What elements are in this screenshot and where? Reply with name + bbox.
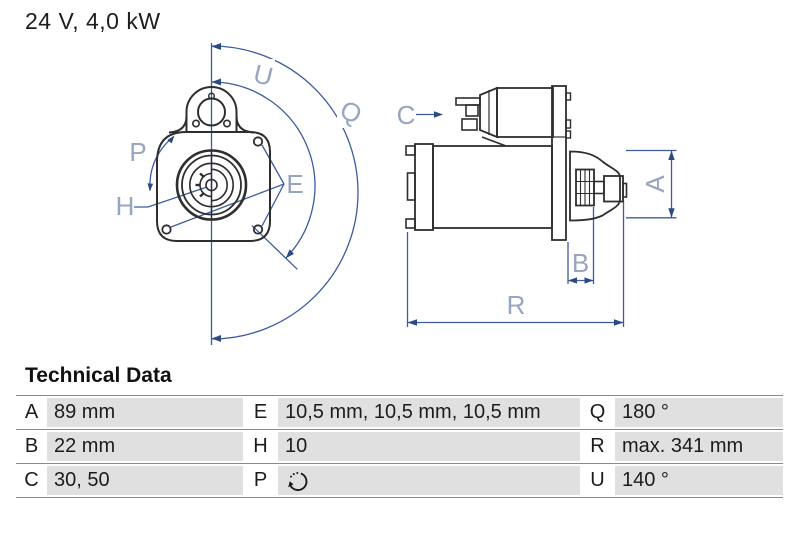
dim-value-q: 180 ° bbox=[615, 396, 783, 429]
side-dimension-lines bbox=[406, 111, 677, 327]
front-dimension-lines bbox=[134, 43, 359, 345]
dim-label-a: A bbox=[640, 175, 670, 193]
dim-key-a: A bbox=[16, 396, 47, 429]
dim-value-h: 10 bbox=[278, 430, 580, 463]
technical-drawing: U Q P H E bbox=[116, 43, 677, 345]
dim-label-r: R bbox=[507, 290, 526, 320]
dim-label-p: P bbox=[129, 137, 146, 167]
dim-value-b: 22 mm bbox=[47, 430, 243, 463]
label-backing bbox=[252, 59, 275, 89]
dim-key-e: E bbox=[243, 396, 278, 429]
dim-key-h: H bbox=[243, 430, 278, 463]
starter-front-outline bbox=[156, 86, 271, 242]
dim-value-c: 30, 50 bbox=[47, 464, 243, 497]
product-title: 24 V, 4,0 kW bbox=[25, 8, 161, 34]
dim-key-b: B bbox=[16, 430, 47, 463]
dim-key-c: C bbox=[16, 464, 47, 497]
counterclockwise-rotation-icon bbox=[288, 471, 308, 491]
dim-value-r: max. 341 mm bbox=[615, 430, 783, 463]
side-view: C A B R bbox=[397, 85, 677, 327]
table-row: A 89 mm E 10,5 mm, 10,5 mm, 10,5 mm Q 18… bbox=[16, 395, 783, 429]
dim-label-h: H bbox=[116, 191, 135, 221]
dim-value-u: 140 ° bbox=[615, 464, 783, 497]
technical-data-heading: Technical Data bbox=[25, 364, 172, 387]
starter-side-outline bbox=[405, 85, 628, 241]
dim-key-u: U bbox=[580, 464, 615, 497]
front-view: U Q P H E bbox=[116, 43, 367, 345]
dim-value-a: 89 mm bbox=[47, 396, 243, 429]
label-backing bbox=[337, 96, 363, 128]
table-row: C 30, 50 P U 140 ° bbox=[16, 463, 783, 497]
dim-key-p: P bbox=[243, 464, 278, 497]
dim-key-q: Q bbox=[580, 396, 615, 429]
dim-value-e: 10,5 mm, 10,5 mm, 10,5 mm bbox=[278, 396, 580, 429]
table-row: B 22 mm H 10 R max. 341 mm bbox=[16, 429, 783, 463]
dim-value-p bbox=[278, 464, 580, 497]
technical-data-table: A 89 mm E 10,5 mm, 10,5 mm, 10,5 mm Q 18… bbox=[16, 395, 783, 498]
dim-label-e: E bbox=[286, 169, 303, 199]
dim-label-b: B bbox=[572, 248, 589, 278]
dim-label-c: C bbox=[397, 100, 416, 130]
dim-key-r: R bbox=[580, 430, 615, 463]
